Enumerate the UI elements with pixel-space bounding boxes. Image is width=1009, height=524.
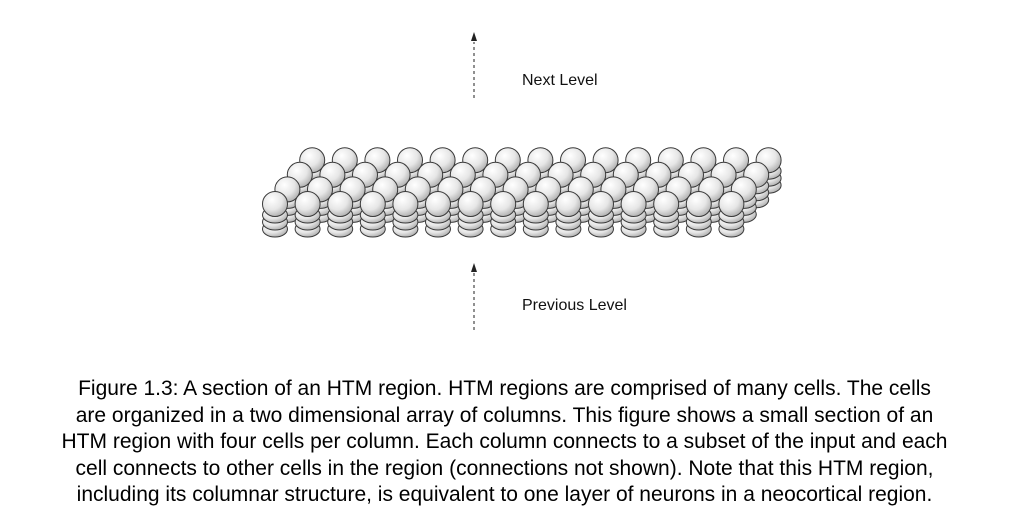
cell-column — [425, 191, 451, 238]
cell-column — [294, 191, 321, 238]
cell-top-sphere — [327, 191, 354, 217]
cell-grid — [262, 147, 782, 238]
cell-column — [685, 191, 712, 238]
caption-line: including its columnar structure, is equ… — [76, 483, 933, 506]
cell-top-sphere — [294, 191, 321, 217]
cell-column — [262, 191, 288, 238]
cell-column — [718, 191, 745, 238]
previous-level-arrow — [471, 263, 477, 330]
cell-top-sphere — [392, 191, 419, 217]
cell-top-sphere — [718, 191, 745, 217]
cell-top-sphere — [490, 191, 517, 217]
cell-column — [457, 191, 484, 238]
cell-top-sphere — [620, 191, 647, 217]
cell-top-sphere — [457, 191, 484, 217]
next-level-label: Next Level — [522, 72, 598, 89]
caption-line: are organized in a two dimensional array… — [75, 403, 934, 427]
cell-column — [392, 191, 419, 238]
next-level-arrow — [471, 32, 477, 98]
cell-top-sphere — [425, 191, 451, 217]
cell-top-sphere — [262, 191, 288, 217]
cell-column — [327, 191, 354, 238]
cell-top-sphere — [555, 191, 582, 217]
caption-line: HTM region with four cells per column. E… — [61, 430, 948, 453]
figure-caption: Figure 1.3: A section of an HTM region. … — [0, 376, 1009, 509]
cell-column — [490, 191, 517, 238]
cell-top-sphere — [522, 191, 549, 217]
htm-region-diagram — [262, 32, 782, 330]
cell-top-sphere — [653, 191, 680, 217]
caption-line: cell connects to other cells in the regi… — [75, 456, 934, 480]
cell-column — [555, 191, 582, 238]
cell-top-sphere — [685, 191, 712, 217]
cell-column — [359, 191, 386, 238]
cell-column — [620, 191, 647, 238]
caption-line: Figure 1.3: A section of an HTM region. … — [78, 377, 931, 400]
previous-level-label: Previous Level — [522, 297, 627, 314]
cell-column — [653, 191, 680, 238]
cell-top-sphere — [588, 191, 614, 217]
cell-column — [522, 191, 549, 238]
cell-column — [588, 191, 614, 238]
cell-top-sphere — [359, 191, 386, 217]
